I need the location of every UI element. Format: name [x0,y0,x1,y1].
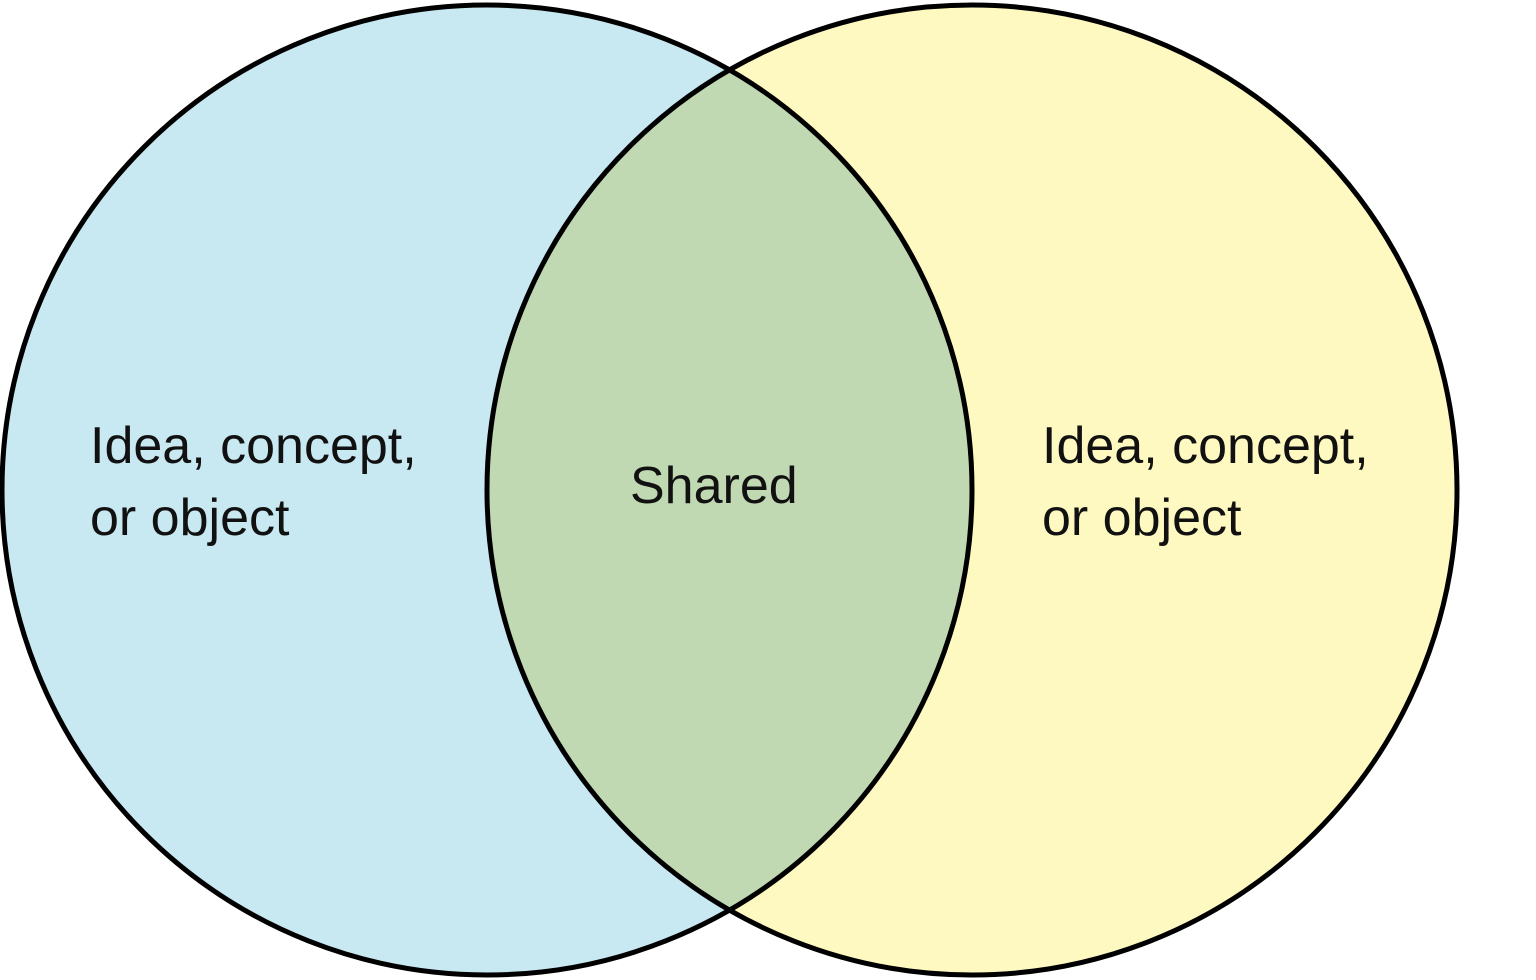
intersection-label: Shared [630,457,798,515]
left-set-label-line1: Idea, concept, [90,417,417,475]
right-set-label-line1: Idea, concept, [1042,417,1369,475]
overlap-region [487,5,972,975]
left-set-label-line2: or object [90,489,290,547]
right-set-label: Idea, concept, or object [1042,410,1369,554]
left-set-label: Idea, concept, or object [90,410,417,554]
left-set-outline [0,2,975,978]
right-set-label-line2: or object [1042,489,1242,547]
right-set-outline [484,2,1460,978]
